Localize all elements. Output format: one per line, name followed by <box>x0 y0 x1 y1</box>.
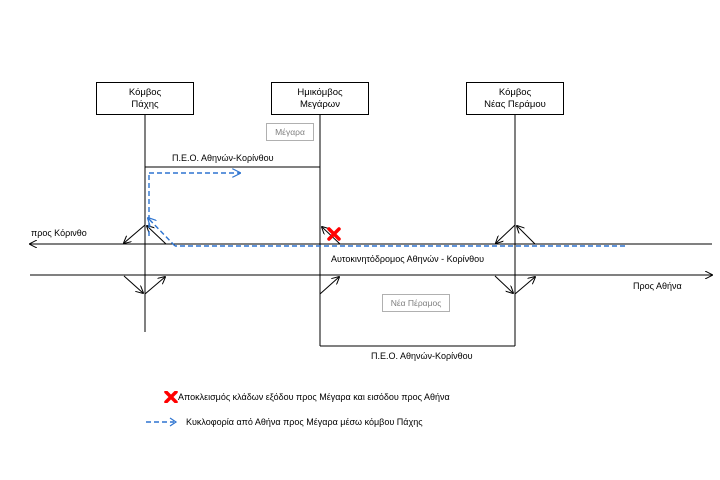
node-pachi-line2: Πάχης <box>131 98 159 110</box>
legend-closure: Αποκλεισμός κλάδων εξόδου προς Μέγαρα κα… <box>146 390 450 404</box>
node-megara-line2: Μεγάρων <box>300 98 340 110</box>
label-peo-bottom: Π.Ε.Ο. Αθηνών-Κορίνθου <box>371 351 473 361</box>
pachi-ramp <box>124 224 146 243</box>
node-pachi: Κόμβος Πάχης <box>96 82 194 115</box>
node-pachi-line1: Κόμβος <box>128 86 162 98</box>
place-megara: Μέγαρα <box>266 123 314 141</box>
nea-peramos-ramp <box>517 226 536 245</box>
legend-detour-icon <box>146 416 180 428</box>
legend-closure-text: Αποκλεισμός κλάδων εξόδου προς Μέγαρα κα… <box>178 392 450 402</box>
closure-cross-icon <box>327 227 341 241</box>
node-nea-peramos: Κόμβος Νέας Περάμου <box>466 82 564 115</box>
nea-peramos-ramp <box>496 224 516 243</box>
nea-peramos-ramp <box>514 277 535 295</box>
node-megara: Ημικόμβος Μεγάρων <box>271 82 369 115</box>
megara-ramp <box>319 277 339 295</box>
label-peo-top: Π.Ε.Ο. Αθηνών-Κορίνθου <box>172 153 274 163</box>
legend-detour-text: Κυκλοφορία από Αθήνα προς Μέγαρα μέσω κό… <box>186 417 423 427</box>
node-nea-peramos-line2: Νέας Περάμου <box>484 98 546 110</box>
pachi-ramp <box>123 275 143 293</box>
label-to-corinth: προς Κόρινθο <box>31 228 87 238</box>
label-to-athens: Προς Αθήνα <box>633 281 682 291</box>
pachi-ramp <box>144 277 165 295</box>
legend-detour: Κυκλοφορία από Αθήνα προς Μέγαρα μέσω κό… <box>146 416 423 428</box>
place-nea-peramos: Νέα Πέραμος <box>382 294 450 312</box>
detour-route-segment <box>148 218 176 247</box>
label-motorway: Αυτοκινητόδρομος Αθηνών - Κορίνθου <box>331 254 485 264</box>
node-megara-line1: Ημικόμβος <box>297 86 343 98</box>
nea-peramos-ramp <box>494 275 513 293</box>
pachi-ramp <box>147 226 167 245</box>
node-nea-peramos-line1: Κόμβος <box>498 86 532 98</box>
legend-closure-icon <box>146 390 180 404</box>
